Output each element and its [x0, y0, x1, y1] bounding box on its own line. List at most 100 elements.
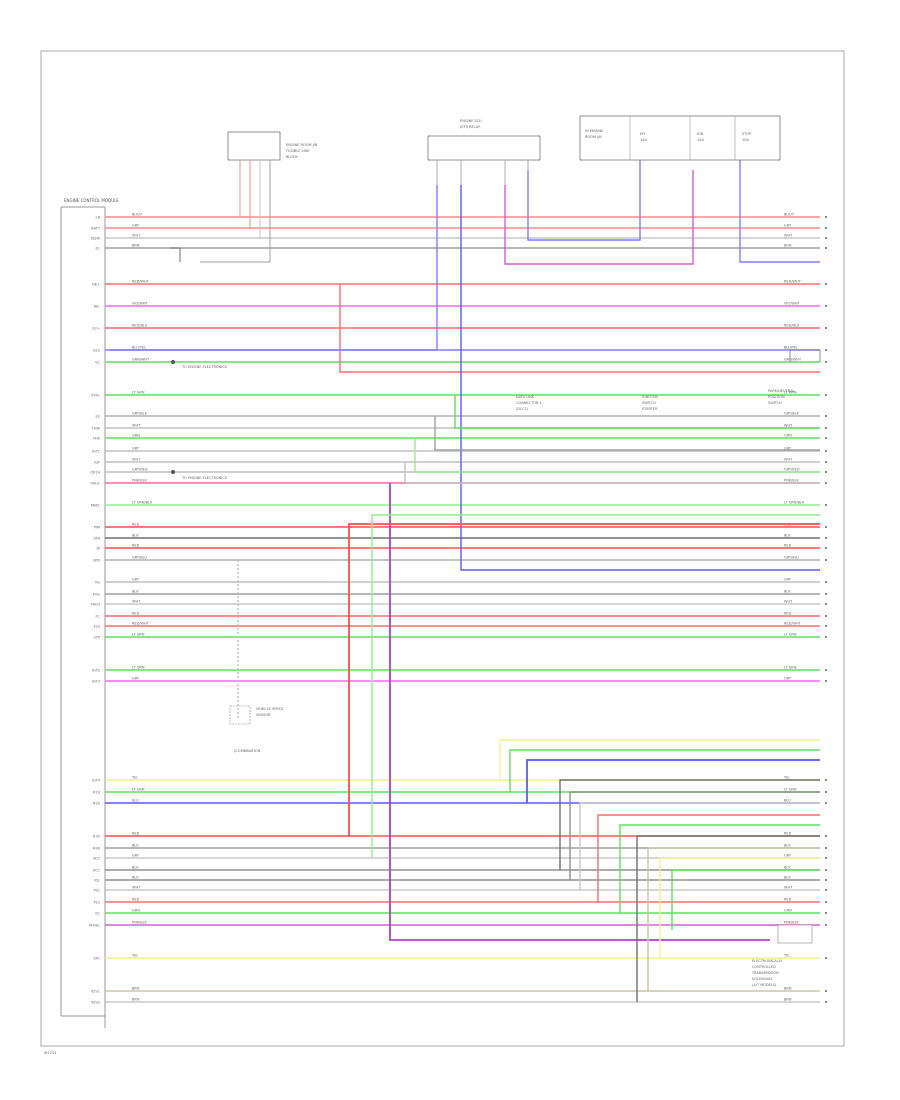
- wire-color-label: BLK: [784, 844, 791, 848]
- component-label: ENGINE ROOM J/B: [286, 143, 318, 147]
- wire-color-label: RED/WHT: [784, 280, 802, 284]
- ecm-pin-label: EVG: [93, 593, 101, 597]
- terminal-mark: [825, 547, 827, 549]
- route-blu-3: [527, 160, 641, 241]
- wire-color-label: RED: [132, 544, 140, 548]
- route-grn-3: [371, 514, 820, 858]
- ecm-pin-label: G2+: [92, 327, 100, 331]
- wire-color-label: BLK/Y: [784, 213, 795, 217]
- ecm-pin-label: VG: [95, 581, 100, 585]
- route-grn-1: [454, 395, 820, 429]
- wire-color-label: WHT: [784, 458, 793, 462]
- wire-color-label: GRY: [132, 224, 140, 228]
- component-label: PARK/NEUTRAL: [768, 389, 794, 393]
- wire-color-label: BRN: [132, 244, 140, 248]
- route-blu-2: [460, 185, 820, 571]
- wire-color-label: GRY/BLK: [784, 412, 800, 416]
- route-grn-6: [671, 869, 820, 930]
- wire-color-label: BLK/Y: [132, 213, 143, 217]
- terminal-mark: [825, 349, 827, 351]
- terminal-mark: [825, 901, 827, 903]
- wire-color-label: WHT: [784, 886, 793, 890]
- component-label-line: TRANSMISSION: [751, 971, 779, 975]
- component-label: ENGINE ECU: [460, 119, 482, 123]
- component-label-line: CONNECTOR 1: [516, 401, 542, 405]
- terminal-mark: [825, 990, 827, 992]
- terminal-mark: [825, 227, 827, 229]
- wire-color-label: BLU/YEL: [132, 346, 146, 350]
- ecm-pin-label: STP: [94, 636, 100, 640]
- wire-color-label: GRY/RED: [784, 468, 800, 472]
- wire-color-label: BLK: [784, 534, 791, 538]
- route-red-1: [339, 284, 820, 373]
- wire-color-label: BRN: [784, 244, 792, 248]
- terminal-mark: [825, 847, 827, 849]
- terminal-mark: [825, 869, 827, 871]
- component-label-line: STARTER: [642, 407, 658, 411]
- ecm-pin-label: VSV1: [91, 990, 100, 994]
- fuse-label: IGN: [697, 132, 704, 136]
- ecm-pin-label: +B: [95, 216, 101, 220]
- wire-color-label: WHT: [132, 600, 141, 604]
- component-label-line: SWITCH: [768, 401, 782, 405]
- component-label-line: CONTROLLED: [752, 965, 776, 969]
- wire-color-label: VIO/WHT: [132, 302, 148, 306]
- ecm-pin-label: #30: [93, 835, 100, 839]
- component-label-line: (COMBINATION: [234, 749, 261, 753]
- wire-color-label: BLK: [132, 844, 139, 848]
- wire-color-label: GRN: [784, 434, 792, 438]
- terminal-mark: [825, 593, 827, 595]
- wire-color-label: BLK: [132, 866, 139, 870]
- ecm-pin-label: NE-: [94, 305, 101, 309]
- ecm-pin-label: THW: [91, 427, 101, 431]
- route-yel-1: [499, 739, 820, 780]
- wire-color-label: LT GRN/BLK: [132, 501, 153, 505]
- wire-color-label: LT GRN: [784, 633, 797, 637]
- terminal-mark: [825, 779, 827, 781]
- route-gry-3: [579, 802, 820, 890]
- wire-color-label: GRY: [784, 224, 792, 228]
- ecm-pin-label: TE1: [92, 889, 100, 893]
- terminal-mark: [825, 1001, 827, 1003]
- wire-color-label: GRY: [132, 854, 140, 858]
- terminal-mark: [825, 394, 827, 396]
- ecm-pin-label: IGT2: [92, 669, 100, 673]
- terminal-mark: [825, 415, 827, 417]
- note-label: TO ENGINE ELECTRONICS: [181, 365, 228, 369]
- component-label-line: (A/T MODELS): [752, 983, 777, 987]
- wire-color-label: WHT: [132, 458, 141, 462]
- route-grn-2: [414, 438, 820, 473]
- ecm-pin-label: BATT: [91, 227, 101, 231]
- wire-color-label: BRN: [784, 998, 792, 1002]
- wire-color-label: YEL: [784, 954, 790, 958]
- wire-color-label: PNK/BLK: [132, 921, 148, 925]
- wire-color-label: GRY: [784, 677, 792, 681]
- ecm-pin-label: IGF: [94, 461, 100, 465]
- wire-color-label: YEL: [784, 776, 790, 780]
- route-gry-2: [404, 462, 820, 484]
- wire-color-label: WHT: [784, 600, 793, 604]
- component-label-line: SENSOR: [256, 713, 271, 717]
- wire-color-label: GRY: [784, 447, 792, 451]
- wire-color-label: LT GRN: [132, 391, 145, 395]
- ecm-pin-label: IGT3: [92, 680, 100, 684]
- terminal-mark: [825, 857, 827, 859]
- wire-color-label: WHT: [132, 234, 141, 238]
- ecm-pin-label: W: [97, 547, 101, 551]
- wire-color-label: RED/WHT: [784, 622, 802, 626]
- terminal-mark: [825, 603, 827, 605]
- note-label: TO ENGINE ELECTRONICS: [181, 476, 228, 480]
- wire-color-label: LT GRN: [132, 666, 145, 670]
- component-label: DATA LINK: [516, 395, 535, 399]
- wire-color-label: RED: [132, 898, 140, 902]
- component-ect-solenoids: ELECTRONICALLY CONTROLLED TRANSMISSION S…: [751, 924, 813, 987]
- ecm-pin-label: IGT4: [92, 779, 101, 783]
- terminal-mark: [825, 912, 827, 914]
- ecm-pin-label: PIM: [94, 526, 100, 530]
- ecm-pin-labels: +BBATTIGSWE1NE+NE-G2+G22VCVTA1E2THWTHAIG…: [89, 216, 101, 1005]
- component-label-line: (EFI) RELAY: [460, 125, 481, 129]
- route-grn-4: [509, 749, 820, 792]
- wire-color-label: LT GRN: [132, 788, 145, 792]
- ecm-pin-label: E1: [96, 247, 100, 251]
